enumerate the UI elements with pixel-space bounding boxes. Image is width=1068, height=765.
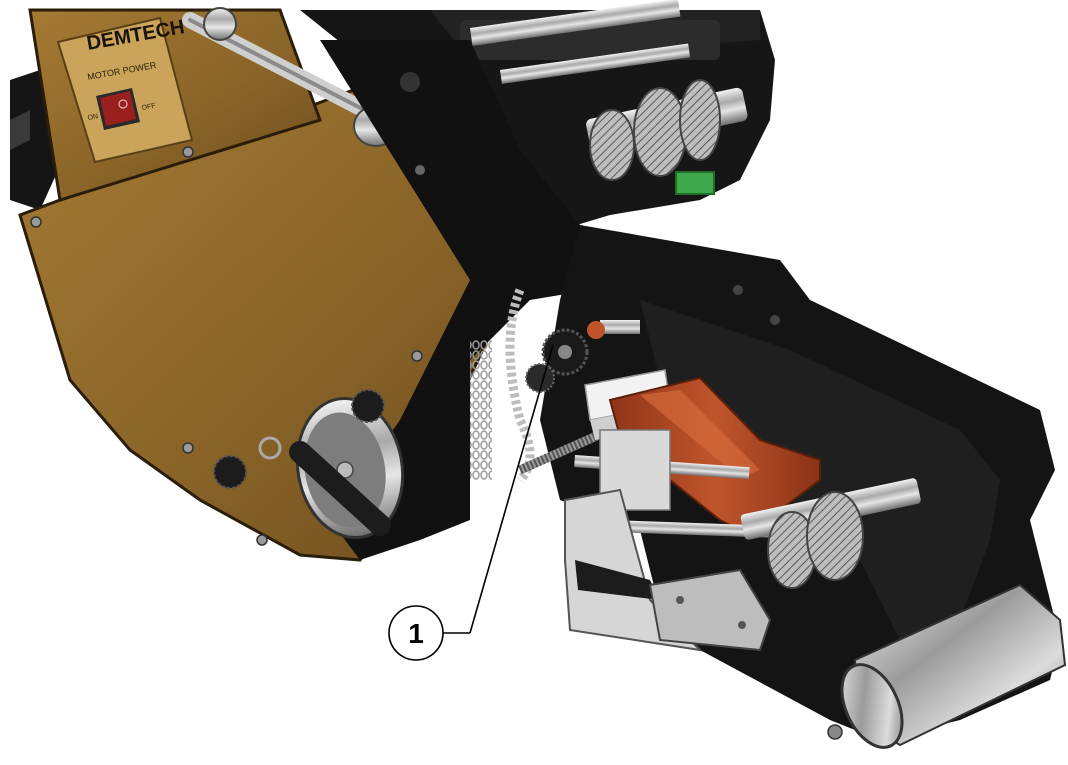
knurled-pressure-rollers — [740, 478, 921, 589]
front-roller — [827, 583, 1067, 749]
motor-power-switch[interactable] — [96, 88, 140, 130]
crank-wheel[interactable] — [287, 390, 414, 546]
lower-tray — [564, 488, 772, 652]
knurled-knob-upper — [586, 79, 748, 195]
drive-gear — [525, 328, 589, 393]
locking-knobs[interactable] — [213, 389, 385, 489]
callout-1-number: 1 — [408, 618, 424, 649]
callout-1-pointer — [469, 344, 554, 634]
lever-handle[interactable] — [182, 7, 399, 147]
logo-panel: DEMTECH MOTOR POWER ON OFF — [56, 16, 194, 164]
central-housing — [320, 40, 600, 560]
callout-1: 1 — [388, 344, 554, 661]
switch-on-label: ON — [87, 113, 99, 122]
switch-off-label: OFF — [141, 103, 156, 112]
callout-1-bubble — [388, 605, 444, 661]
